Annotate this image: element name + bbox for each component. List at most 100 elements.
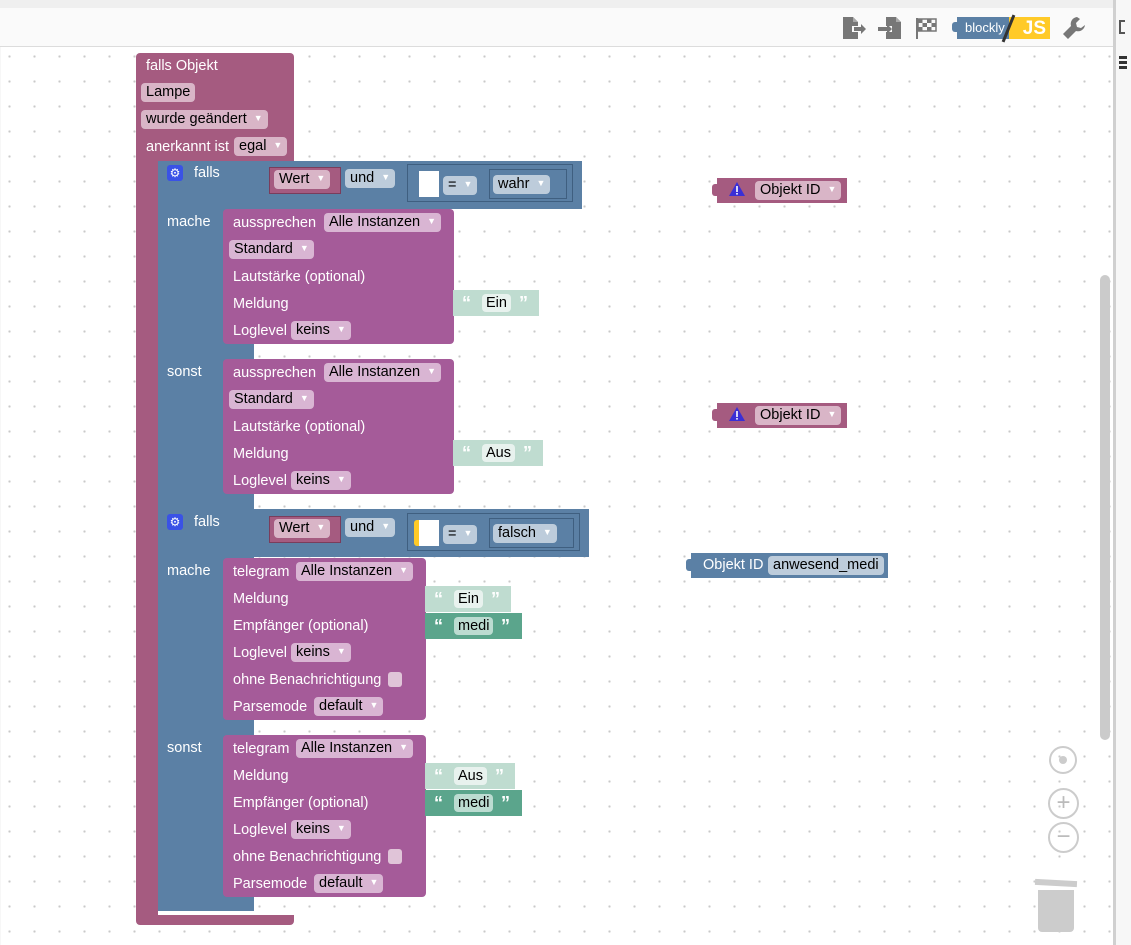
compare-op-dropdown[interactable]: =▼ [443, 525, 478, 544]
parsemode-dropdown[interactable]: default▼ [314, 874, 384, 893]
instance-value: Alle Instanzen [329, 214, 421, 230]
menu-icon[interactable] [1119, 56, 1127, 70]
vertical-scrollbar-thumb[interactable] [1100, 275, 1110, 740]
warning-icon[interactable] [728, 406, 746, 426]
recenter-button[interactable] [1049, 746, 1077, 774]
boolean-block[interactable] [489, 169, 567, 199]
copy-icon[interactable] [1119, 20, 1125, 34]
open-quote-icon: “ [462, 443, 471, 463]
dropdown-arrow-icon: ▼ [827, 409, 837, 419]
object-id-dropdown[interactable]: Objekt ID▼ [755, 406, 842, 425]
trash-can-icon[interactable] [1034, 876, 1078, 936]
open-quote-icon: “ [434, 766, 443, 786]
trigger-dropdown[interactable]: wurde geändert▼ [141, 110, 268, 129]
blockly-workspace[interactable]: falls Objekt Lampe wurde geändert▼ anerk… [1, 47, 1113, 945]
dropdown-arrow-icon: ▼ [316, 173, 326, 183]
voice-value: Standard [234, 241, 293, 257]
ack-label: anerkannt ist [146, 139, 230, 155]
object-field[interactable]: Lampe [141, 83, 196, 102]
telegram-block-then[interactable] [223, 558, 426, 720]
event-block-spine [136, 161, 158, 921]
voice-dropdown[interactable]: Standard▼ [229, 240, 314, 259]
js-label: JS [1009, 17, 1050, 39]
checkered-flag-icon[interactable] [913, 15, 939, 41]
logic-op-dropdown[interactable]: und▼ [345, 518, 396, 537]
dropdown-arrow-icon: ▼ [536, 178, 546, 188]
logic-op-dropdown[interactable]: und▼ [345, 169, 396, 188]
instance-dropdown[interactable]: Alle Instanzen▼ [324, 213, 442, 232]
boolean-dropdown[interactable]: wahr▼ [493, 175, 551, 194]
string-block[interactable]: “ Ein ” [453, 290, 539, 316]
loglevel-value: keins [296, 322, 330, 338]
dropdown-arrow-icon: ▼ [463, 179, 473, 189]
instance-dropdown[interactable]: Alle Instanzen▼ [296, 562, 414, 581]
silent-checkbox[interactable] [388, 849, 402, 864]
plus-icon: + [1056, 789, 1071, 816]
instance-value: Alle Instanzen [301, 740, 393, 756]
empty-input-socket[interactable] [419, 171, 439, 197]
object-id-field[interactable]: anwesend_medi [768, 556, 884, 575]
warning-icon[interactable] [728, 181, 746, 201]
instance-dropdown[interactable]: Alle Instanzen▼ [324, 363, 442, 382]
dropdown-arrow-icon: ▼ [369, 877, 379, 887]
string-block[interactable]: “ Aus ” [425, 763, 515, 789]
string-value[interactable]: Aus [482, 444, 515, 462]
export-icon[interactable] [841, 15, 867, 41]
highlighted-socket-edge [414, 520, 421, 546]
loglevel-value: keins [296, 644, 330, 660]
string-value[interactable]: Aus [454, 767, 487, 785]
open-quote-icon: “ [434, 589, 443, 609]
gear-icon[interactable]: ⚙ [167, 165, 183, 181]
silent-checkbox[interactable] [388, 672, 402, 687]
recipient-string-block[interactable]: “ medi ” [425, 790, 522, 816]
mache-label: mache [167, 563, 211, 579]
close-quote-icon: ” [495, 766, 504, 786]
dropdown-arrow-icon: ▼ [273, 140, 283, 150]
string-value[interactable]: medi [454, 617, 494, 635]
string-value[interactable]: medi [454, 794, 494, 812]
loglevel-dropdown[interactable]: keins▼ [291, 820, 351, 839]
volume-label: Lautstärke (optional) [233, 269, 366, 285]
loglevel-dropdown[interactable]: keins ▼ [291, 321, 351, 340]
compare-op-value: = [448, 526, 457, 542]
instance-dropdown[interactable]: Alle Instanzen▼ [296, 739, 414, 758]
blockly-label: blockly [957, 17, 1009, 39]
object-id-dropdown[interactable]: Objekt ID▼ [755, 181, 842, 200]
zoom-out-button[interactable]: − [1048, 822, 1079, 853]
dropdown-arrow-icon: ▼ [336, 324, 346, 334]
empty-input-socket[interactable] [419, 520, 439, 546]
dropdown-arrow-icon: ▼ [299, 393, 309, 403]
string-value[interactable]: Ein [454, 590, 483, 608]
parsemode-dropdown[interactable]: default▼ [314, 697, 384, 716]
boolean-block[interactable] [489, 518, 574, 548]
instance-value: Alle Instanzen [301, 563, 393, 579]
string-value[interactable]: Ein [482, 294, 511, 312]
string-block[interactable]: “ Aus ” [453, 440, 543, 466]
voice-dropdown[interactable]: Standard▼ [229, 390, 314, 409]
right-side-panel [1113, 0, 1131, 945]
compare-block[interactable] [407, 513, 580, 551]
wrench-icon[interactable] [1061, 15, 1087, 41]
volume-label: Lautstärke (optional) [233, 419, 366, 435]
import-icon[interactable] [877, 15, 903, 41]
compare-block[interactable] [407, 164, 573, 202]
mache-label: mache [167, 214, 211, 230]
compare-op-dropdown[interactable]: =▼ [443, 176, 478, 195]
boolean-dropdown[interactable]: falsch▼ [493, 524, 557, 543]
telegram-block-else[interactable] [223, 735, 426, 897]
string-block[interactable]: “ Ein ” [425, 586, 511, 612]
dropdown-arrow-icon: ▼ [542, 527, 552, 537]
loglevel-dropdown[interactable]: keins▼ [291, 471, 351, 490]
puzzle-nub [712, 409, 718, 421]
blockly-js-toggle[interactable]: blockly JS [952, 14, 1052, 43]
dropdown-arrow-icon: ▼ [381, 521, 391, 531]
ack-dropdown[interactable]: egal▼ [234, 137, 288, 156]
loglevel-dropdown[interactable]: keins▼ [291, 643, 351, 662]
recipient-string-block[interactable]: “ medi ” [425, 613, 522, 639]
puzzle-nub [686, 559, 692, 571]
variable-dropdown[interactable]: Wert▼ [274, 519, 331, 538]
gear-icon[interactable]: ⚙ [167, 514, 183, 530]
variable-dropdown[interactable]: Wert▼ [274, 170, 331, 189]
sonst-label: sonst [167, 364, 202, 380]
zoom-in-button[interactable]: + [1048, 788, 1079, 819]
